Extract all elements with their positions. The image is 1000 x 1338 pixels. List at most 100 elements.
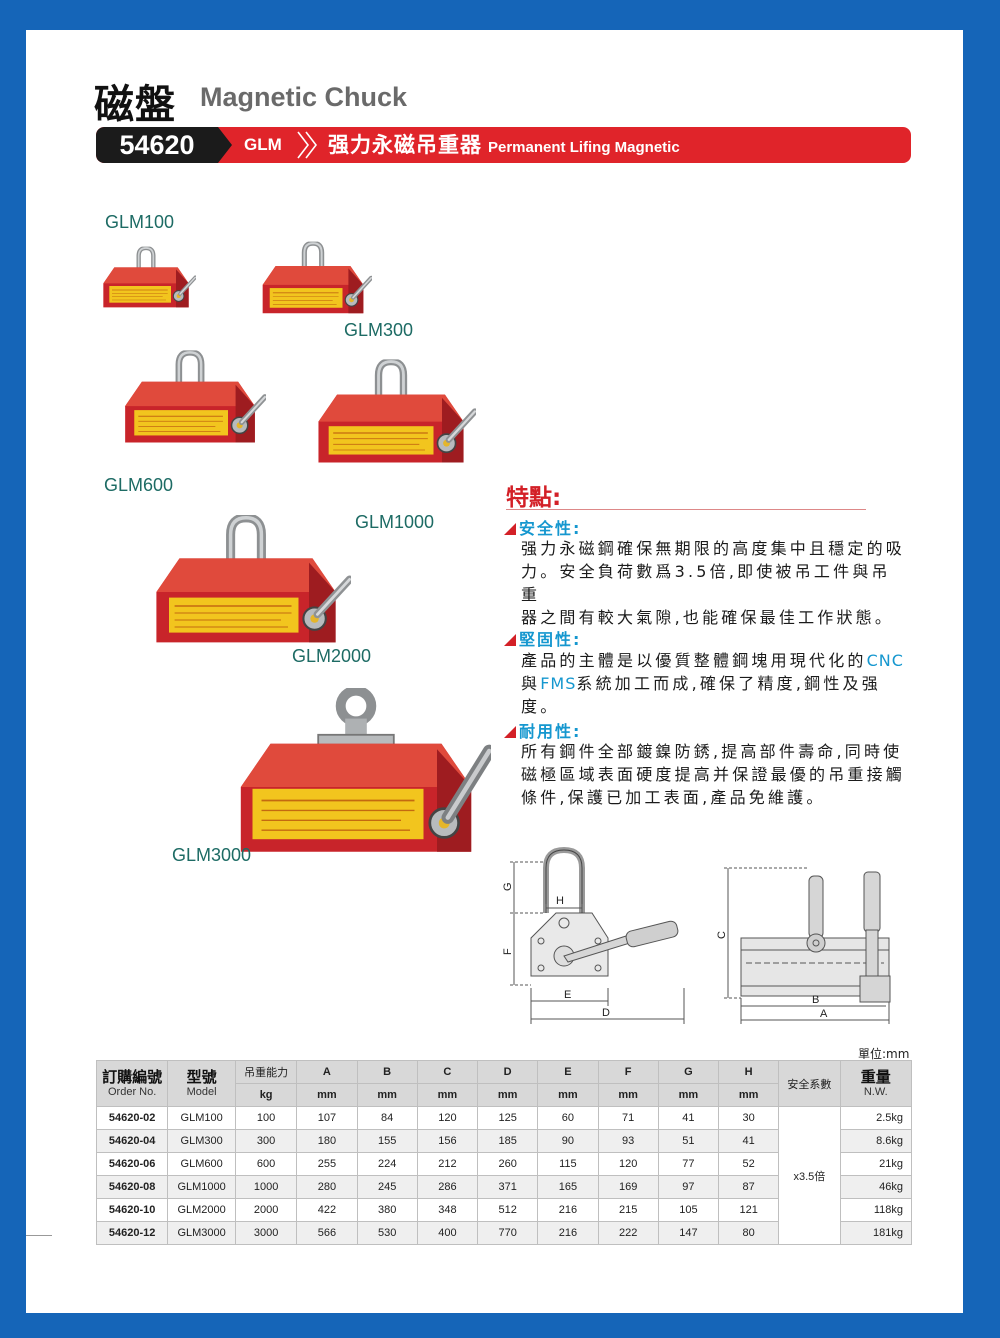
- feature-sturdy-heading: 堅固性:: [504, 626, 581, 650]
- cell-model: GLM300: [167, 1129, 236, 1153]
- cell-d: 770: [477, 1221, 539, 1245]
- cell-f: 93: [597, 1129, 659, 1153]
- cell-c: 348: [416, 1198, 479, 1222]
- unit-mm: mm: [657, 1083, 720, 1107]
- cell-e: 165: [537, 1175, 599, 1199]
- cell-order: 54620-02: [95, 1106, 169, 1130]
- cell-e: 60: [537, 1106, 599, 1130]
- unit-mm: mm: [597, 1083, 659, 1107]
- cell-d: 125: [477, 1106, 539, 1130]
- dim-label-a: A: [820, 1008, 828, 1020]
- model-label-glm1000: GLM1000: [355, 512, 435, 532]
- cell-g: 51: [657, 1129, 720, 1153]
- cell-capacity: 300: [234, 1129, 298, 1153]
- unit-mm: mm: [718, 1083, 780, 1107]
- dimension-drawing: G H F C E D B A: [502, 846, 891, 1024]
- cell-c: 286: [416, 1175, 479, 1199]
- cell-g: 97: [657, 1175, 720, 1199]
- col-e: E: [537, 1060, 599, 1084]
- col-a: A: [296, 1060, 358, 1084]
- page-title-cn: 磁盤: [94, 82, 176, 128]
- magnet-glm2000-image: [141, 505, 351, 665]
- model-label-glm100: GLM100: [105, 212, 175, 232]
- cell-e: 216: [537, 1198, 599, 1222]
- cell-f: 169: [597, 1175, 659, 1199]
- model-label-glm3000: GLM3000: [172, 845, 252, 865]
- magnet-glm600-image: [114, 342, 266, 460]
- magnet-glm1000-image: [306, 352, 476, 480]
- cell-a: 566: [296, 1221, 358, 1245]
- product-series: GLM: [244, 135, 282, 154]
- col-safety: 安全系數: [778, 1060, 841, 1107]
- cell-a: 422: [296, 1198, 358, 1222]
- cell-weight: 118kg: [839, 1198, 913, 1222]
- cell-f: 215: [597, 1198, 659, 1222]
- cell-c: 400: [416, 1221, 479, 1245]
- unit-mm: mm: [296, 1083, 358, 1107]
- double-chevron-icon: [297, 131, 318, 159]
- cell-g: 105: [657, 1198, 720, 1222]
- code-arrow-icon: [218, 127, 232, 163]
- cell-f: 222: [597, 1221, 659, 1245]
- dim-label-d: D: [602, 1007, 610, 1019]
- unit-mm: mm: [416, 1083, 479, 1107]
- cell-h: 30: [718, 1106, 780, 1130]
- cell-b: 380: [356, 1198, 418, 1222]
- cell-order: 54620-04: [95, 1129, 169, 1153]
- red-triangle-icon: [504, 523, 516, 535]
- dim-label-c: C: [716, 931, 728, 939]
- unit-mm: mm: [537, 1083, 599, 1107]
- cell-d: 371: [477, 1175, 539, 1199]
- cell-order: 54620-08: [95, 1175, 169, 1199]
- dim-label-g: G: [502, 882, 514, 891]
- product-code: 54620: [96, 127, 218, 163]
- product-title: 强力永磁吊重器 Permanent Lifing Magnetic: [328, 127, 680, 163]
- col-c: C: [416, 1060, 479, 1084]
- magnet-glm300-image: [254, 235, 372, 327]
- cell-b: 245: [356, 1175, 418, 1199]
- cell-d: 512: [477, 1198, 539, 1222]
- cell-capacity: 600: [234, 1152, 298, 1176]
- cell-f: 120: [597, 1152, 659, 1176]
- dim-label-h: H: [556, 895, 564, 907]
- product-title-cn: 强力永磁吊重器: [328, 133, 482, 157]
- cell-a: 280: [296, 1175, 358, 1199]
- cell-e: 90: [537, 1129, 599, 1153]
- feature-safety-heading: 安全性:: [504, 515, 581, 539]
- cell-g: 147: [657, 1221, 720, 1245]
- unit-mm: mm: [477, 1083, 539, 1107]
- feature-durable-body: 所有鋼件全部鍍鎳防銹,提高部件壽命,同時使 磁極區域表面硬度提高并保證最優的吊重…: [521, 742, 906, 807]
- cell-h: 80: [718, 1221, 780, 1245]
- red-triangle-icon: [504, 634, 516, 646]
- unit-label: 單位:mm: [858, 1047, 910, 1061]
- cell-weight: 2.5kg: [839, 1106, 913, 1130]
- cell-a: 180: [296, 1129, 358, 1153]
- cell-h: 52: [718, 1152, 780, 1176]
- cell-b: 155: [356, 1129, 418, 1153]
- cell-a: 255: [296, 1152, 358, 1176]
- cell-model: GLM100: [167, 1106, 236, 1130]
- cell-model: GLM1000: [167, 1175, 236, 1199]
- model-label-glm2000: GLM2000: [292, 646, 372, 666]
- product-title-en: Permanent Lifing Magnetic: [488, 139, 680, 156]
- cell-c: 156: [416, 1129, 479, 1153]
- cell-b: 224: [356, 1152, 418, 1176]
- cell-e: 216: [537, 1221, 599, 1245]
- features-title: 特點:: [506, 485, 562, 511]
- crop-mark: [26, 1235, 52, 1236]
- col-d: D: [477, 1060, 539, 1084]
- cell-order: 54620-12: [95, 1221, 169, 1245]
- dim-label-e: E: [564, 989, 571, 1001]
- cell-h: 41: [718, 1129, 780, 1153]
- feature-safety-body: 强力永磁鋼確保無期限的高度集中且穩定的吸 力。安全負荷數爲3.5倍,即使被吊工件…: [521, 539, 906, 627]
- cell-d: 185: [477, 1129, 539, 1153]
- unit-kg: kg: [234, 1083, 298, 1107]
- cell-weight: 46kg: [839, 1175, 913, 1199]
- cell-model: GLM3000: [167, 1221, 236, 1245]
